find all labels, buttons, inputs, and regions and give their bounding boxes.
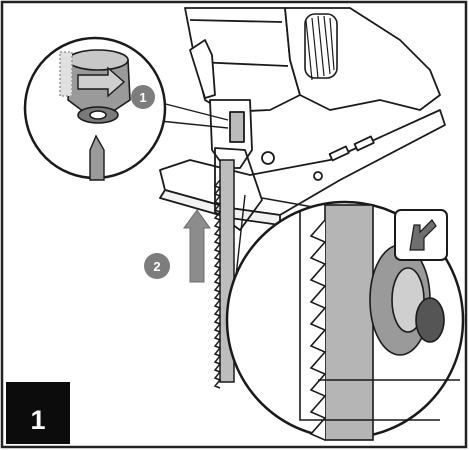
lever-symbol-icon [394, 209, 448, 261]
step-number-badge: 1 [6, 382, 70, 444]
step-number: 1 [30, 405, 46, 435]
arrow-up-icon [183, 209, 211, 283]
clamp-detail-magnifier: 1 [23, 36, 229, 181]
blade-guide-detail-magnifier [225, 194, 465, 441]
jigsaw-body [159, 7, 446, 231]
step-marker-2-label: 2 [153, 259, 160, 274]
step-marker-2: 2 [144, 253, 170, 279]
step-marker-1: 1 [131, 85, 155, 109]
step-marker-1-label: 1 [139, 90, 146, 105]
arrow-right-icon [77, 66, 126, 98]
